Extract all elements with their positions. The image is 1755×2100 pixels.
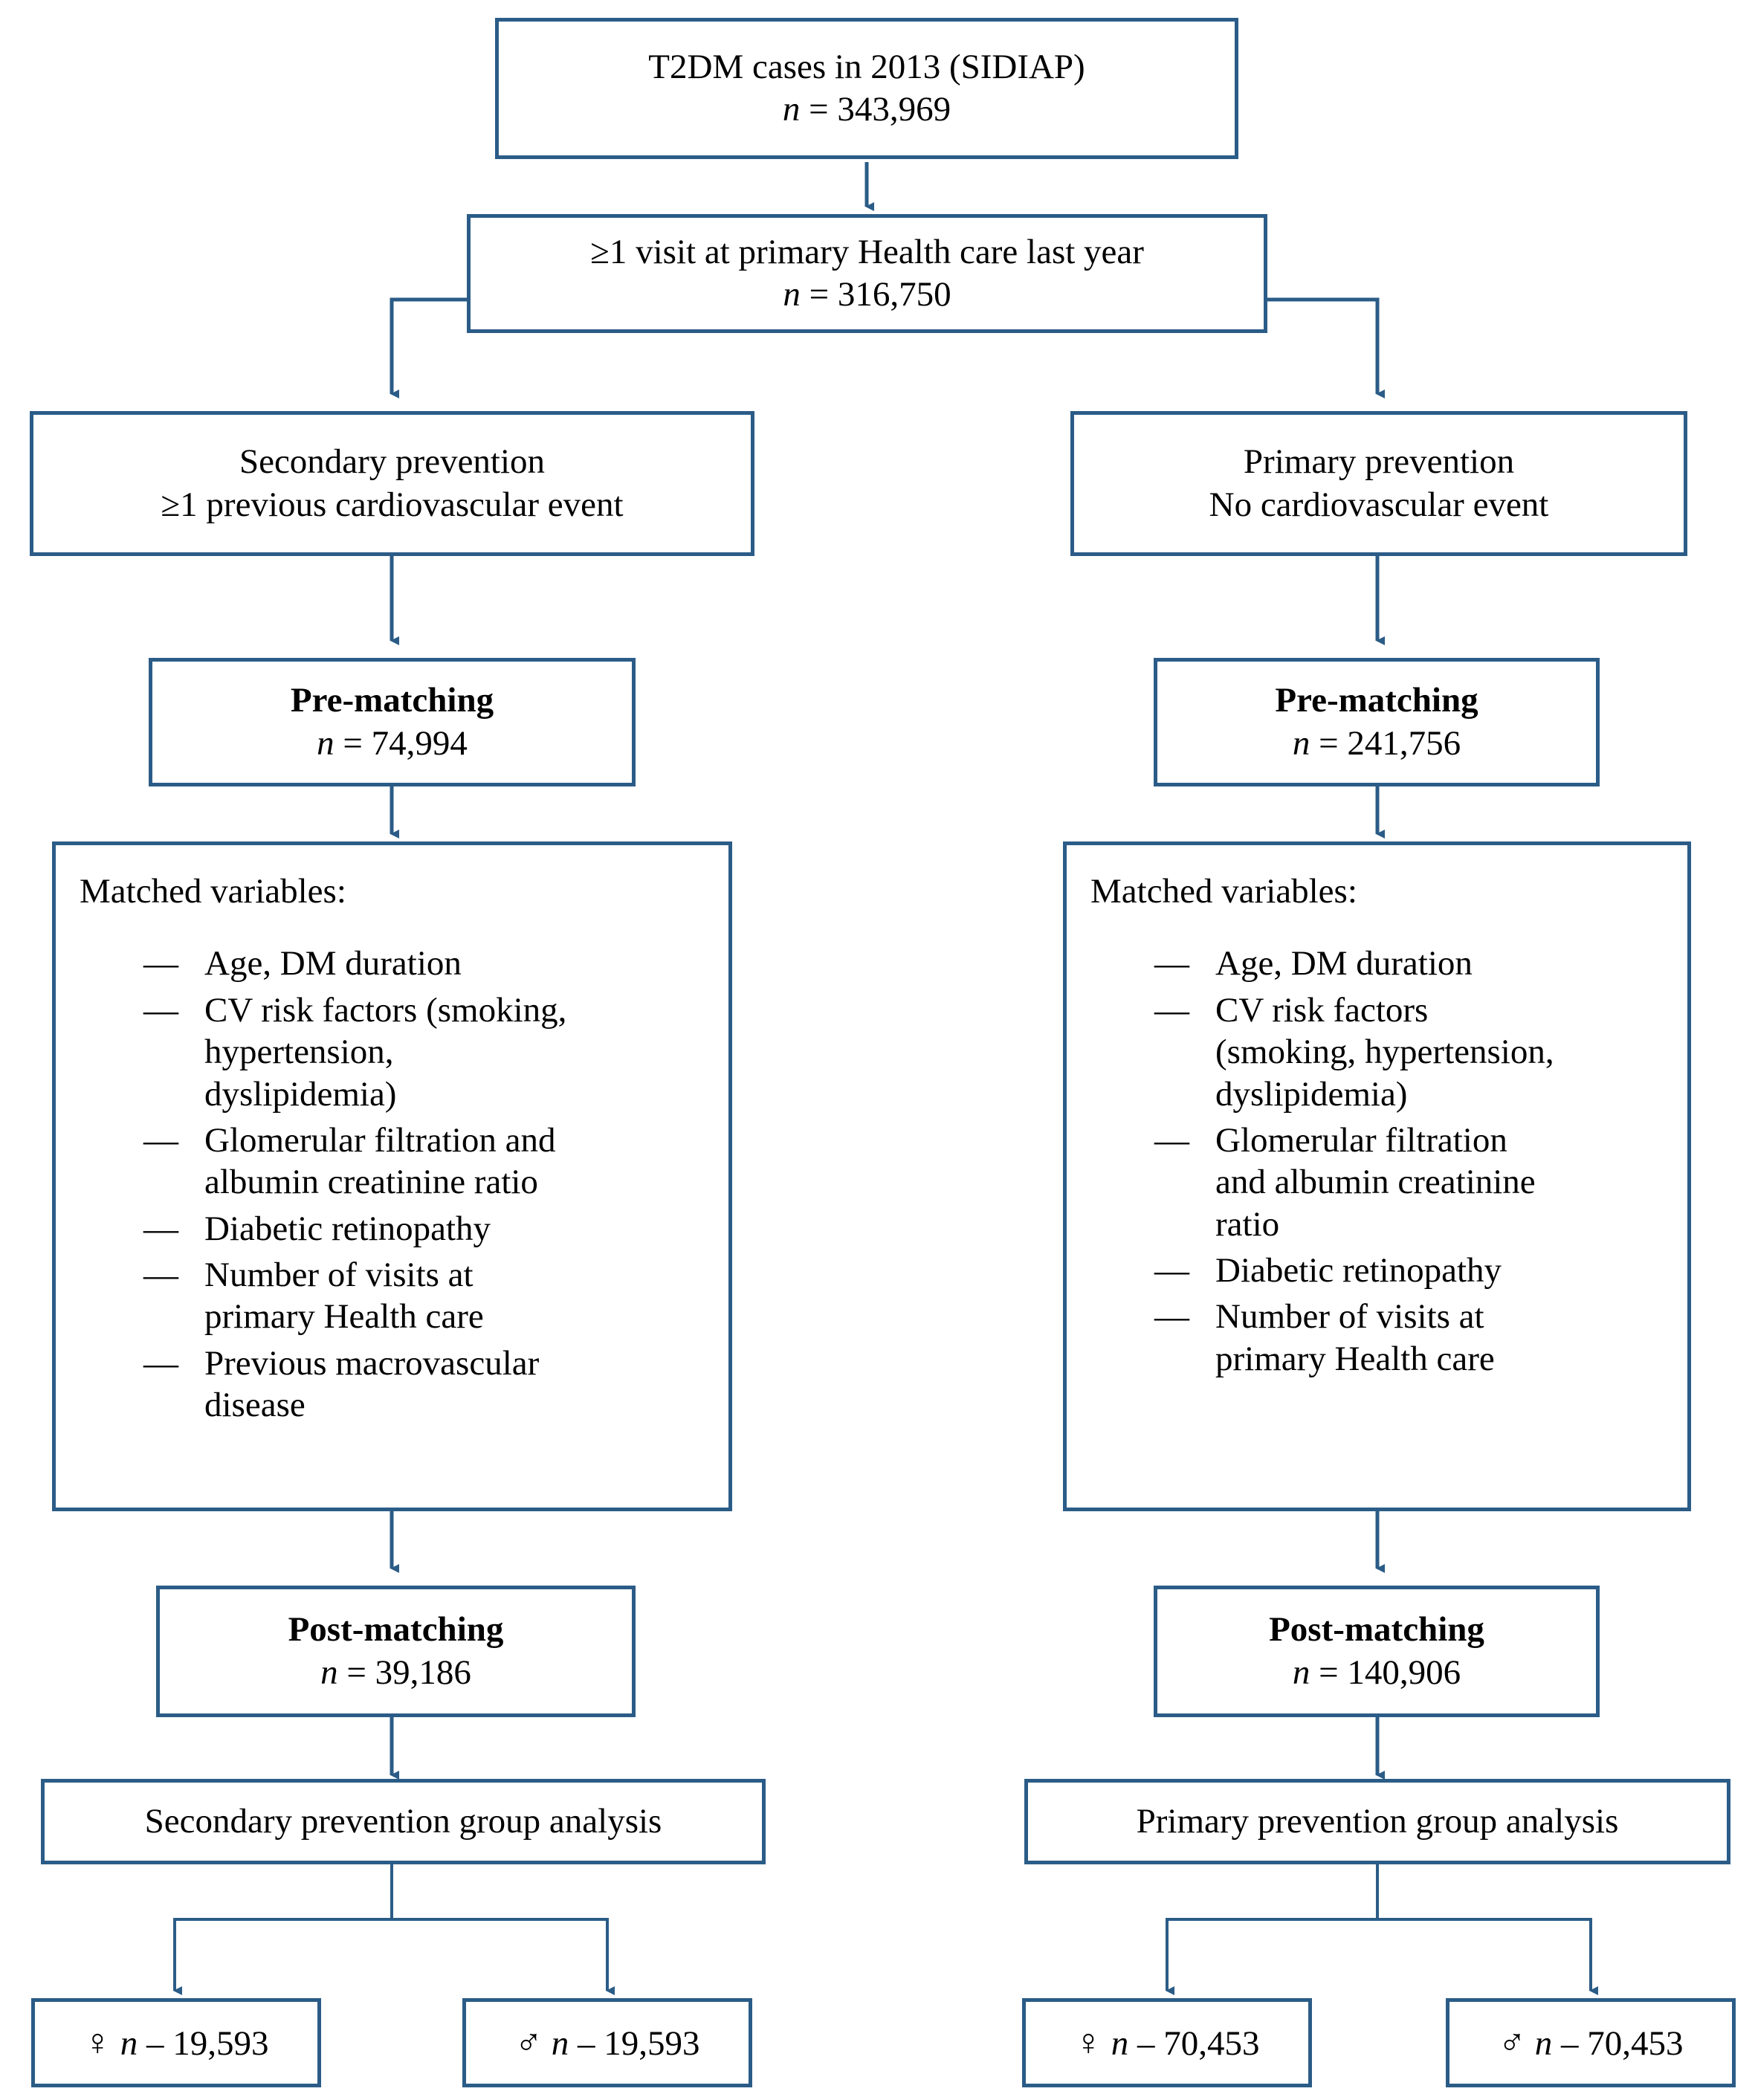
node-t2dm-cases-count: n = 343,969 <box>782 90 951 129</box>
node-primary-prevention-line1: Primary prevention <box>1243 442 1515 482</box>
node-post-matching-secondary: Post-matching n = 39,186 <box>156 1586 636 1717</box>
node-pre-matching-secondary-count: n = 74,994 <box>317 723 468 763</box>
node-pre-matching-primary-title: Pre-matching <box>1275 681 1478 720</box>
connector-analysis-split-right-2 <box>1377 1918 1598 1995</box>
connector-analysis-split-right <box>1166 1864 1379 1995</box>
matched-variable-item: — Diabetic retinopathy <box>56 1208 728 1250</box>
node-pre-matching-primary: Pre-matching n = 241,756 <box>1154 658 1600 786</box>
node-post-matching-secondary-title: Post-matching <box>288 1610 504 1650</box>
node-pre-matching-primary-count: n = 241,756 <box>1292 723 1461 763</box>
node-secondary-female-value: ♀ n – 19,593 <box>83 2021 269 2064</box>
node-secondary-female: ♀ n – 19,593 <box>31 1998 321 2087</box>
node-t2dm-cases: T2DM cases in 2013 (SIDIAP) n = 343,969 <box>495 18 1238 159</box>
bullet-dash-icon: — <box>143 1209 178 1248</box>
node-t2dm-cases-line1: T2DM cases in 2013 (SIDIAP) <box>648 47 1085 86</box>
bullet-dash-icon: — <box>143 1120 178 1160</box>
bullet-dash-icon: — <box>1154 1297 1189 1337</box>
node-matched-variables-primary: Matched variables: — Age, DM duration — CV … <box>1063 841 1691 1511</box>
node-secondary-prevention-line1: Secondary prevention <box>239 442 546 482</box>
matched-variable-label: Age, DM duration <box>204 944 462 983</box>
node-secondary-prevention-line2: ≥1 previous cardiovascular event <box>161 485 624 524</box>
bullet-dash-icon: — <box>143 990 178 1030</box>
node-post-matching-primary-title: Post-matching <box>1269 1610 1484 1650</box>
bullet-dash-icon: — <box>143 1256 178 1295</box>
node-matched-variables-secondary-title: Matched variables: <box>80 872 346 911</box>
matched-variable-label: Age, DM duration <box>1215 944 1473 983</box>
node-primary-prevention: Primary prevention No cardiovascular eve… <box>1070 411 1687 556</box>
bullet-dash-icon: — <box>1154 1120 1189 1160</box>
matched-variable-label: Diabetic retinopathy <box>1215 1251 1502 1290</box>
node-secondary-male-value: ♂ n – 19,593 <box>514 2021 700 2064</box>
male-icon: ♂ <box>1498 2021 1527 2064</box>
node-secondary-male: ♂ n – 19,593 <box>462 1998 752 2087</box>
node-post-matching-secondary-count: n = 39,186 <box>320 1652 471 1692</box>
connector-analysis-split-left-2 <box>392 1918 615 1995</box>
matched-variables-secondary-list: — Age, DM duration — CV risk factors (smoki… <box>56 943 728 1430</box>
node-secondary-prevention: Secondary prevention ≥1 previous cardiov… <box>30 411 754 556</box>
matched-variable-item: — CV risk factors(smoking, hypertension,d… <box>1067 989 1687 1115</box>
bullet-dash-icon: — <box>143 944 178 983</box>
male-icon: ♂ <box>514 2021 543 2064</box>
node-secondary-group-analysis: Secondary prevention group analysis <box>41 1779 766 1864</box>
node-primary-male: ♂ n – 70,453 <box>1446 1998 1736 2087</box>
connector-analysis-split-left <box>173 1864 393 1995</box>
node-primary-male-value: ♂ n – 70,453 <box>1498 2021 1684 2064</box>
matched-variable-item: — Age, DM duration <box>56 943 728 984</box>
bullet-dash-icon: — <box>1154 1251 1189 1290</box>
female-icon: ♀ <box>83 2021 112 2064</box>
matched-variable-label: CV risk factors(smoking, hypertension,dy… <box>1215 990 1554 1114</box>
bullet-dash-icon: — <box>1154 990 1189 1030</box>
node-primary-group-analysis-label: Primary prevention group analysis <box>1136 1801 1619 1841</box>
node-primary-prevention-line2: No cardiovascular event <box>1209 485 1549 524</box>
bullet-dash-icon: — <box>1154 944 1189 983</box>
matched-variable-item: — CV risk factors (smoking,hypertension,d… <box>56 989 728 1115</box>
node-visit-count: n = 316,750 <box>783 275 951 314</box>
node-matched-variables-secondary: Matched variables: — Age, DM duration — CV … <box>52 841 732 1511</box>
bullet-dash-icon: — <box>143 1343 178 1383</box>
matched-variable-label: CV risk factors (smoking,hypertension,dy… <box>204 990 567 1114</box>
matched-variables-primary-list: — Age, DM duration — CV risk factors(smokin… <box>1067 943 1687 1384</box>
node-pre-matching-secondary-title: Pre-matching <box>290 681 494 720</box>
matched-variable-label: Diabetic retinopathy <box>204 1209 491 1248</box>
node-matched-variables-primary-title: Matched variables: <box>1090 872 1357 911</box>
node-visit-line1: ≥1 visit at primary Health care last yea… <box>590 232 1144 271</box>
node-post-matching-primary-count: n = 140,906 <box>1292 1652 1461 1692</box>
node-secondary-group-analysis-label: Secondary prevention group analysis <box>144 1801 662 1841</box>
node-pre-matching-secondary: Pre-matching n = 74,994 <box>149 658 636 786</box>
node-primary-female-value: ♀ n – 70,453 <box>1074 2021 1260 2064</box>
node-visit-last-year: ≥1 visit at primary Health care last yea… <box>467 214 1267 333</box>
node-primary-group-analysis: Primary prevention group analysis <box>1024 1779 1730 1864</box>
matched-variable-item: — Diabetic retinopathy <box>1067 1250 1687 1291</box>
female-icon: ♀ <box>1074 2021 1103 2064</box>
connector-visit-to-primary <box>1253 297 1385 398</box>
node-primary-female: ♀ n – 70,453 <box>1022 1998 1312 2087</box>
matched-variable-item: — Age, DM duration <box>1067 943 1687 984</box>
node-post-matching-primary: Post-matching n = 140,906 <box>1154 1586 1600 1717</box>
